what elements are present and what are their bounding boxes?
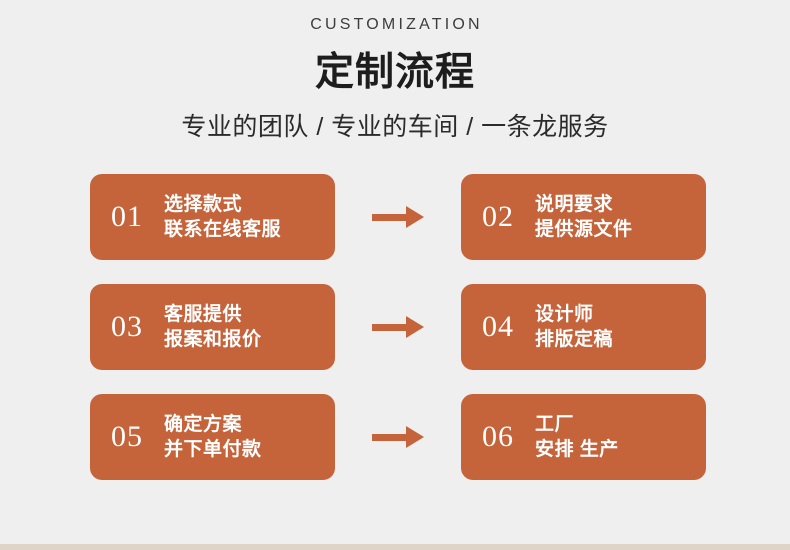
step-text-line-2: 提供源文件 — [535, 219, 633, 240]
step-text: 工厂 安排 生产 — [535, 412, 706, 462]
step-number: 03 — [111, 310, 143, 343]
step-text: 选择款式 联系在线客服 — [164, 192, 335, 242]
step-text-line-1: 工厂 — [535, 413, 575, 435]
arrow-shaft — [372, 323, 406, 331]
arrow-right-icon — [372, 316, 424, 338]
step-card-06[interactable]: 06 工厂 安排 生产 — [461, 394, 706, 480]
step-number: 06 — [482, 420, 514, 453]
arrow-head — [406, 316, 424, 338]
arrow-cell — [335, 284, 461, 370]
step-text-line-2: 联系在线客服 — [164, 219, 282, 240]
step-text: 说明要求 提供源文件 — [535, 192, 706, 242]
step-card-05[interactable]: 05 确定方案 并下单付款 — [90, 394, 335, 480]
flow-row: 01 选择款式 联系在线客服 02 说明要求 提供源文件 — [90, 174, 706, 260]
step-text: 客服提供 报案和报价 — [164, 302, 335, 352]
eyebrow-label: CUSTOMIZATION — [310, 16, 483, 33]
step-text-line-1: 设计师 — [535, 303, 594, 325]
step-text-line-2: 排版定稿 — [535, 329, 614, 350]
arrow-cell — [335, 174, 461, 260]
page-header: CUSTOMIZATION 定制流程 专业的团队 / 专业的车间 / 一条龙服务 — [0, 0, 790, 140]
step-card-02[interactable]: 02 说明要求 提供源文件 — [461, 174, 706, 260]
step-text-line-1: 说明要求 — [535, 193, 614, 215]
step-text-line-1: 客服提供 — [164, 303, 243, 325]
step-card-03[interactable]: 03 客服提供 报案和报价 — [90, 284, 335, 370]
flow-row: 03 客服提供 报案和报价 04 设计师 排版定稿 — [90, 284, 706, 370]
page-subtitle: 专业的团队 / 专业的车间 / 一条龙服务 — [181, 113, 609, 141]
step-text-line-1: 选择款式 — [164, 193, 243, 215]
step-text: 设计师 排版定稿 — [535, 302, 706, 352]
step-text-line-1: 确定方案 — [164, 413, 243, 435]
arrow-shaft — [372, 213, 406, 221]
page-title: 定制流程 — [314, 51, 475, 94]
bottom-divider — [0, 544, 790, 550]
arrow-right-icon — [372, 206, 424, 228]
step-card-01[interactable]: 01 选择款式 联系在线客服 — [90, 174, 335, 260]
arrow-right-icon — [372, 426, 424, 448]
step-number: 02 — [482, 200, 514, 233]
step-card-04[interactable]: 04 设计师 排版定稿 — [461, 284, 706, 370]
step-number: 05 — [111, 420, 143, 453]
flow-diagram: 01 选择款式 联系在线客服 02 说明要求 提供源文件 — [90, 174, 706, 480]
step-text: 确定方案 并下单付款 — [164, 412, 335, 462]
arrow-cell — [335, 394, 461, 480]
arrow-head — [406, 426, 424, 448]
step-number: 04 — [482, 310, 514, 343]
step-text-line-2: 安排 生产 — [535, 439, 619, 460]
arrow-head — [406, 206, 424, 228]
flow-row: 05 确定方案 并下单付款 06 工厂 安排 生产 — [90, 394, 706, 480]
step-text-line-2: 报案和报价 — [164, 329, 262, 350]
step-number: 01 — [111, 200, 143, 233]
arrow-shaft — [372, 433, 406, 441]
step-text-line-2: 并下单付款 — [164, 439, 262, 460]
